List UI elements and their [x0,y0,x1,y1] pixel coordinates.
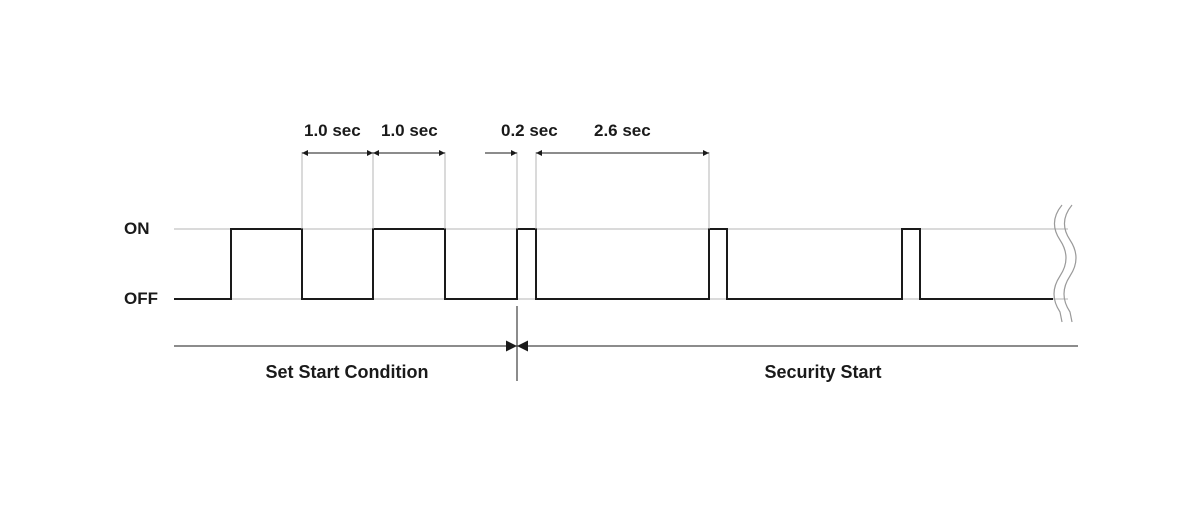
set-start-condition-label: Set Start Condition [266,362,429,382]
duration-label-4: 2.6 sec [594,121,651,140]
off-level-label: OFF [124,289,158,308]
duration-label-1: 1.0 sec [304,121,361,140]
break-mark-right [1063,204,1077,323]
security-start-label: Security Start [764,362,881,382]
duration-label-3: 0.2 sec [501,121,558,140]
break-mark-left [1053,204,1067,323]
duration-label-2: 1.0 sec [381,121,438,140]
on-level-label: ON [124,219,150,238]
signal-waveform [174,228,1053,300]
